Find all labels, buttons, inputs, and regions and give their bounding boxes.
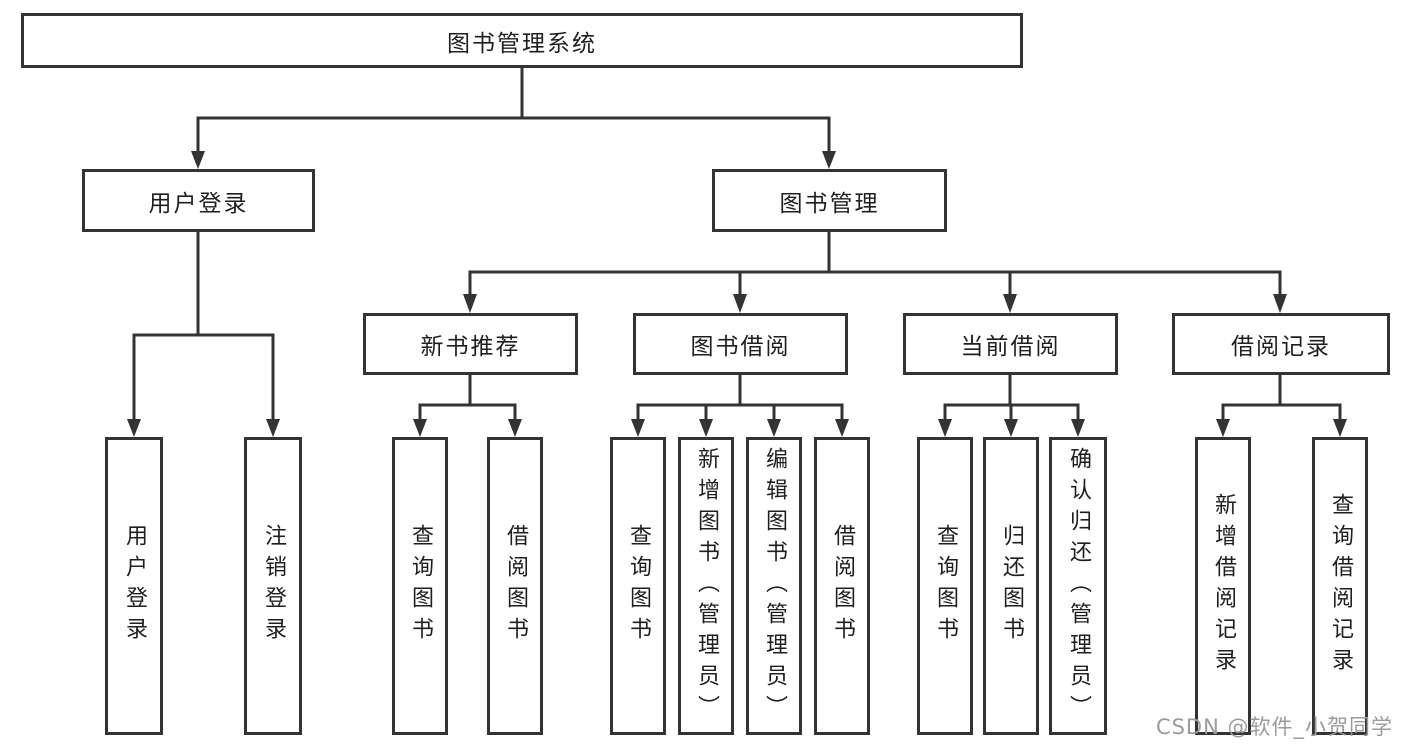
- node-label: 确认归还（管理员）: [1066, 446, 1091, 726]
- leaf-logout: 注销登录: [244, 437, 302, 735]
- node-label: 借阅图书: [503, 524, 528, 648]
- leaf-cb-return-book: 归还图书: [983, 437, 1039, 735]
- connector-user-login-children: [132, 232, 275, 420]
- node-label: 归还图书: [999, 524, 1024, 648]
- node-label: 查询借阅记录: [1328, 493, 1353, 679]
- arrowhead-cb-return: [1004, 419, 1018, 437]
- node-label: 用户登录: [148, 190, 249, 217]
- arrowhead-new-book-recommend: [463, 294, 477, 313]
- arrowhead-br-query: [1333, 419, 1347, 437]
- connector-new-book-children: [418, 375, 517, 420]
- arrowhead-br-add: [1216, 419, 1230, 437]
- node-label: 借阅记录: [1231, 334, 1331, 360]
- node-user-login: 用户登录: [82, 169, 315, 232]
- node-label: 查询图书: [408, 524, 433, 648]
- node-label: 新增借阅记录: [1211, 493, 1236, 679]
- connector-borrow-records-children: [1221, 375, 1342, 420]
- node-label: 新增图书（管理员）: [694, 446, 719, 726]
- arrowhead-leaf-logout: [266, 419, 280, 437]
- node-new-book-recommend: 新书推荐: [363, 313, 578, 375]
- arrowhead-bb-query: [631, 419, 645, 437]
- connector-book-borrow-children: [636, 375, 844, 420]
- node-label: 新书推荐: [420, 334, 521, 360]
- arrowhead-bb-borrow: [835, 419, 849, 437]
- arrowhead-nb-query: [413, 419, 427, 437]
- arrowhead-book-borrow: [733, 294, 747, 313]
- node-book-borrow: 图书借阅: [633, 313, 848, 375]
- node-label: 图书借阅: [690, 334, 791, 360]
- node-label: 当前借阅: [960, 334, 1061, 360]
- connector-current-borrow-children: [943, 375, 1080, 420]
- arrowhead-leaf-user-login: [127, 419, 141, 437]
- arrowhead-current-borrow: [1003, 294, 1017, 313]
- connector-root-to-level2: [196, 68, 831, 152]
- watermark-text: CSDN @软件_小贺同学: [1155, 715, 1393, 739]
- arrowhead-borrow-records: [1273, 294, 1287, 313]
- arrowhead-user-login: [191, 151, 205, 169]
- node-label: 查询图书: [626, 524, 651, 648]
- leaf-bb-borrow-book: 借阅图书: [814, 437, 870, 735]
- node-label: 注销登录: [261, 524, 286, 648]
- leaf-cb-query-book: 查询图书: [917, 437, 973, 735]
- node-borrow-records: 借阅记录: [1172, 313, 1390, 375]
- arrowhead-book-management: [822, 151, 836, 169]
- arrowhead-bb-add: [699, 419, 713, 437]
- node-label: 图书管理: [779, 190, 880, 217]
- arrowhead-cb-confirm: [1071, 419, 1085, 437]
- node-book-management: 图书管理: [712, 169, 947, 232]
- node-label: 图书管理系统: [447, 30, 597, 57]
- leaf-nb-borrow-book: 借阅图书: [487, 437, 543, 735]
- arrowhead-bb-edit: [767, 419, 781, 437]
- node-current-borrow: 当前借阅: [903, 313, 1118, 375]
- connector-book-management-children: [468, 232, 1282, 295]
- leaf-cb-confirm-return: 确认归还（管理员）: [1049, 437, 1107, 735]
- arrowhead-cb-query: [938, 419, 952, 437]
- leaf-br-query-record: 查询借阅记录: [1312, 437, 1368, 735]
- leaf-bb-edit-book: 编辑图书（管理员）: [746, 437, 802, 735]
- leaf-bb-add-book: 新增图书（管理员）: [678, 437, 734, 735]
- node-label: 编辑图书（管理员）: [762, 446, 787, 726]
- node-library-system: 图书管理系统: [21, 13, 1023, 68]
- node-label: 借阅图书: [830, 524, 855, 648]
- leaf-nb-query-book: 查询图书: [392, 437, 448, 735]
- leaf-user-login: 用户登录: [105, 437, 163, 735]
- leaf-br-add-record: 新增借阅记录: [1195, 437, 1251, 735]
- node-label: 查询图书: [933, 524, 958, 648]
- leaf-bb-query-book: 查询图书: [610, 437, 666, 735]
- arrowhead-nb-borrow: [508, 419, 522, 437]
- node-label: 用户登录: [122, 524, 147, 648]
